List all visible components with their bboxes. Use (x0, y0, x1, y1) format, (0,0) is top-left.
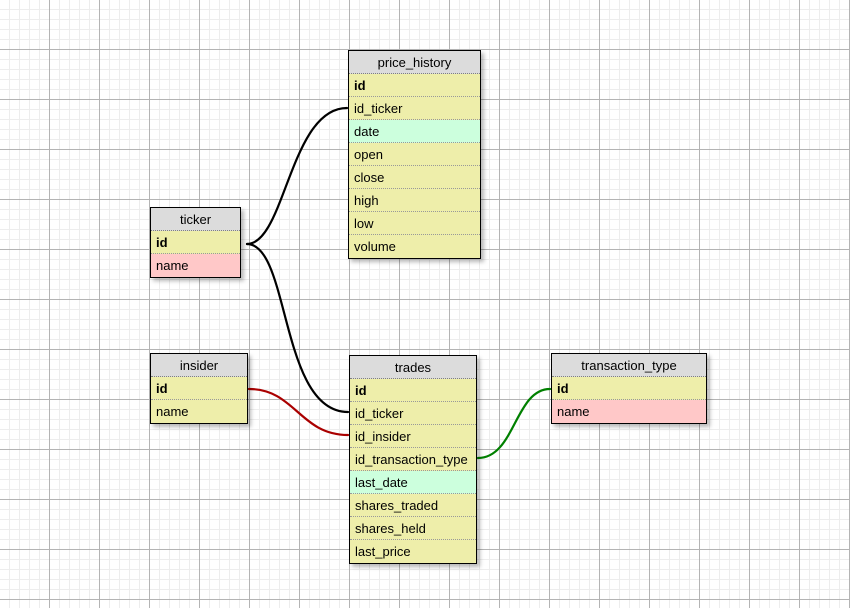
column-row[interactable]: date (349, 120, 480, 143)
column-row[interactable]: low (349, 212, 480, 235)
column-row[interactable]: id_transaction_type (350, 448, 476, 471)
column-row[interactable]: id_insider (350, 425, 476, 448)
column-row[interactable]: name (151, 254, 240, 277)
column-row[interactable]: id (350, 379, 476, 402)
column-row[interactable]: id (151, 231, 240, 254)
column-row[interactable]: name (151, 400, 247, 423)
column-row[interactable]: id (349, 74, 480, 97)
column-row[interactable]: last_date (350, 471, 476, 494)
entity-table-title: transaction_type (552, 354, 706, 377)
column-row[interactable]: id_ticker (349, 97, 480, 120)
column-row[interactable]: name (552, 400, 706, 423)
column-row[interactable]: shares_traded (350, 494, 476, 517)
column-row[interactable]: id_ticker (350, 402, 476, 425)
column-row[interactable]: open (349, 143, 480, 166)
column-row[interactable]: high (349, 189, 480, 212)
column-row[interactable]: volume (349, 235, 480, 258)
relationship-link[interactable] (247, 387, 350, 437)
relationship-link[interactable] (245, 106, 349, 246)
entity-table-title: insider (151, 354, 247, 377)
column-row[interactable]: id (151, 377, 247, 400)
entity-table-title: ticker (151, 208, 240, 231)
column-row[interactable]: close (349, 166, 480, 189)
column-row[interactable]: shares_held (350, 517, 476, 540)
relationship-link[interactable] (245, 242, 350, 414)
column-row[interactable]: id (552, 377, 706, 400)
entity-table-title: price_history (349, 51, 480, 74)
relationship-link[interactable] (476, 387, 552, 460)
entity-table-title: trades (350, 356, 476, 379)
column-row[interactable]: last_price (350, 540, 476, 563)
